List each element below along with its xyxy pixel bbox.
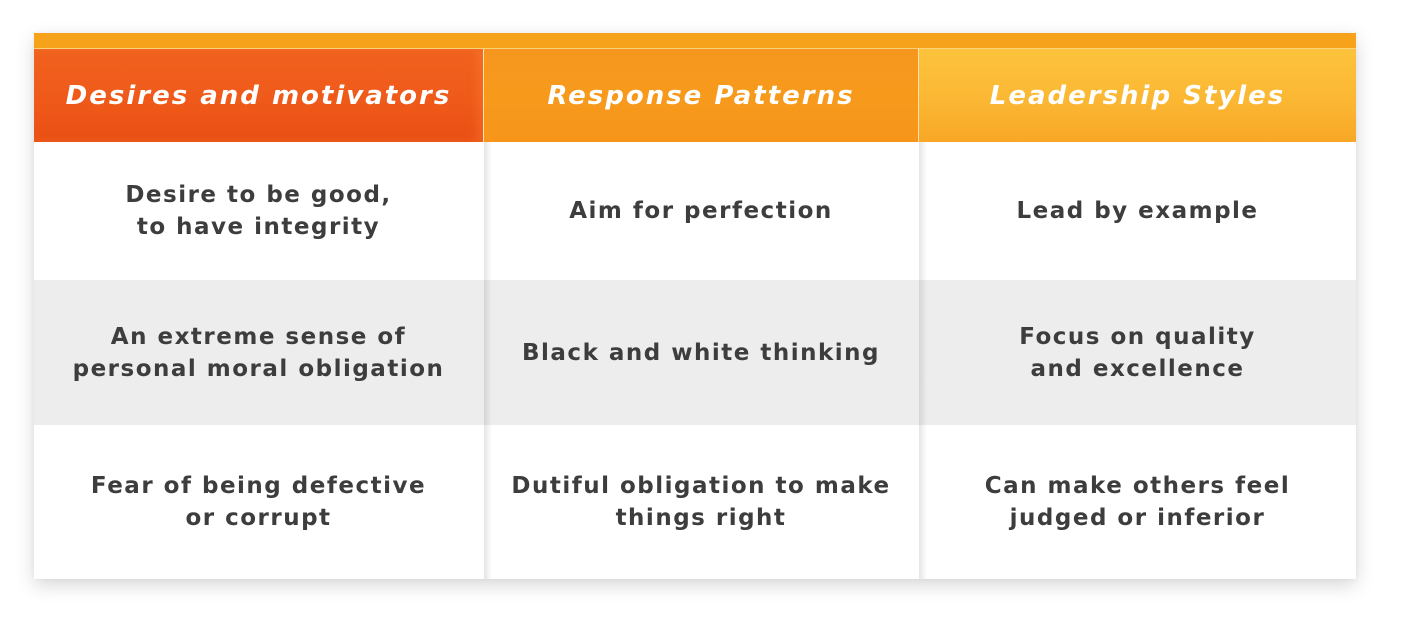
column-header-leadership-styles: Leadership Styles <box>919 49 1356 142</box>
table-cell: Fear of being defective or corrupt <box>90 473 427 531</box>
table-header-row: Desires and motivators Response Patterns… <box>34 49 1356 142</box>
header-divider <box>483 49 484 142</box>
table-cell: Aim for perfection <box>569 198 833 224</box>
table-cell: Focus on quality and excellence <box>1019 323 1256 382</box>
table-cell: Desire to be good, to have integrity <box>125 182 392 240</box>
table-cell: An extreme sense of personal moral oblig… <box>72 323 445 382</box>
table-row: An extreme sense of personal moral oblig… <box>34 280 1356 425</box>
table-row: Desire to be good, to have integrity Aim… <box>34 142 1356 280</box>
column-header-response-patterns: Response Patterns <box>484 49 918 142</box>
column-header-desires: Desires and motivators <box>34 49 483 142</box>
comparison-table: Desires and motivators Response Patterns… <box>34 33 1356 579</box>
table-cell: Black and white thinking <box>522 339 880 366</box>
header-accent-strip <box>34 33 1356 49</box>
header-divider <box>918 49 919 142</box>
table-cell: Dutiful obligation to make things right <box>511 473 891 531</box>
table-cell: Lead by example <box>1016 198 1259 224</box>
table-cell: Can make others feel judged or inferior <box>984 473 1291 531</box>
table-row: Fear of being defective or corrupt Dutif… <box>34 425 1356 579</box>
